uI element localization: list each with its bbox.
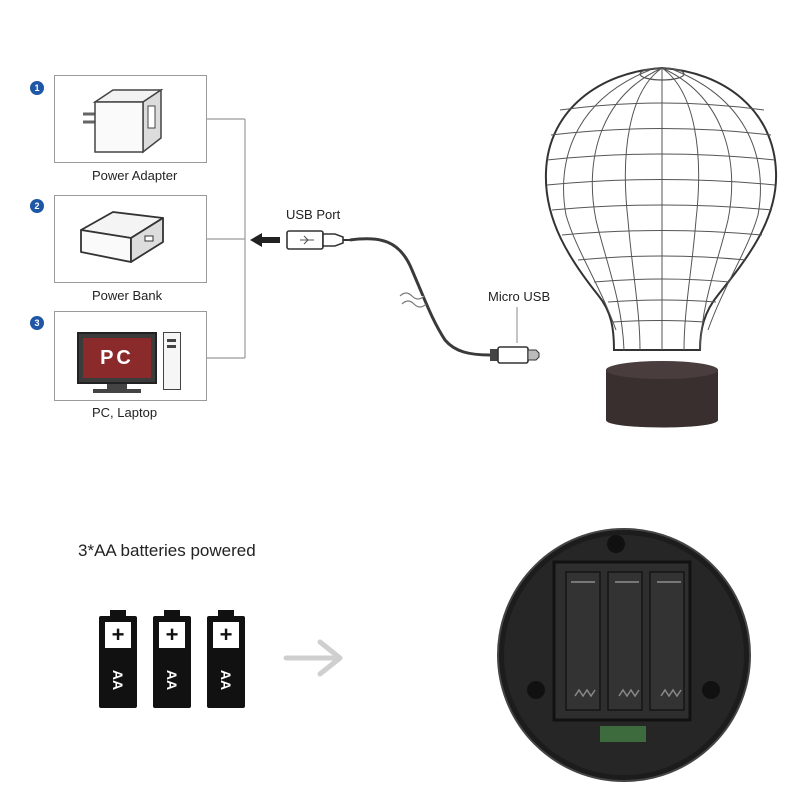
pc-stand xyxy=(107,384,127,389)
cable-break-mark xyxy=(399,292,427,308)
battery-cell: + AA xyxy=(153,610,191,708)
pc-monitor: PC xyxy=(77,332,157,384)
power-adapter-box xyxy=(54,75,207,163)
battery-plus-icon: + xyxy=(159,622,185,648)
battery-plus-icon: + xyxy=(105,622,131,648)
micro-usb-plug-icon xyxy=(490,346,540,364)
step-badge-1: 1 xyxy=(30,81,44,95)
lamp-base xyxy=(606,361,718,428)
battery-compartment-illustration xyxy=(497,528,751,782)
usb-plug-icon xyxy=(286,230,350,250)
power-adapter-label: Power Adapter xyxy=(92,168,178,183)
battery-label: AA xyxy=(218,669,234,691)
power-bank-icon xyxy=(80,211,164,263)
bulb-lamp-illustration xyxy=(544,66,778,351)
power-bank-label: Power Bank xyxy=(92,288,163,303)
micro-usb-label: Micro USB xyxy=(488,289,551,304)
pc-label: PC, Laptop xyxy=(92,405,158,420)
power-bank-box xyxy=(54,195,207,283)
battery-cell: + AA xyxy=(99,610,137,708)
step-badge-2: 2 xyxy=(30,199,44,213)
battery-title: 3*AA batteries powered xyxy=(78,541,256,560)
connector-lines xyxy=(207,118,246,359)
usb-port-label: USB Port xyxy=(286,207,341,222)
pc-tower xyxy=(163,332,181,390)
battery-plus-icon: + xyxy=(213,622,239,648)
pc-box: PC xyxy=(54,311,207,401)
pc-screen-text: PC xyxy=(83,338,151,378)
battery-cell: + AA xyxy=(207,610,245,708)
connection-diagram xyxy=(207,66,778,428)
step-badge-3: 3 xyxy=(30,316,44,330)
arrow-left-icon xyxy=(250,233,280,247)
arrow-right-icon xyxy=(283,639,343,677)
battery-label: AA xyxy=(110,669,126,691)
pc-base xyxy=(93,389,141,393)
usb-cable xyxy=(349,237,491,357)
power-adapter-icon xyxy=(83,88,164,154)
battery-label: AA xyxy=(164,669,180,691)
